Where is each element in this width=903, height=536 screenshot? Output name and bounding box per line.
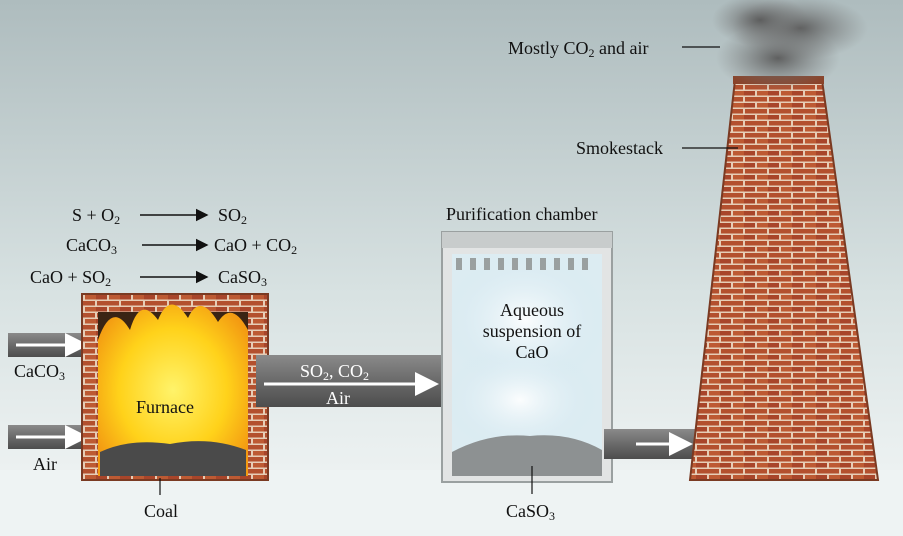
caco3-inlet-label: CaCO3 (14, 361, 65, 383)
suspension-line-1: Aqueous (500, 300, 564, 320)
suspension-label: Aqueous suspension of CaO (472, 300, 592, 363)
furnace-label: Furnace (136, 397, 194, 417)
flames (98, 304, 248, 476)
spray-nozzles (456, 258, 588, 270)
equation-1-rhs: SO2 (218, 205, 248, 227)
pipe-gas-label: SO2, CO2 (300, 361, 370, 383)
equation-3-lhs: CaO + SO2 (30, 267, 112, 289)
smokestack-label: Smokestack (576, 138, 663, 158)
air-inlet-label: Air (33, 454, 57, 474)
caso3-sediment (452, 435, 602, 476)
furnace (81, 293, 269, 481)
pipe-air-label: Air (326, 388, 350, 408)
purification-chamber-label: Purification chamber (446, 204, 598, 224)
purification-chamber (440, 231, 613, 483)
equation-3-rhs: CaSO3 (218, 267, 268, 289)
smokestack (688, 76, 880, 481)
equation-1-lhs: S + O2 (72, 205, 121, 227)
exhaust-label: Mostly CO2 and air (508, 38, 649, 60)
exhaust-smoke (712, 0, 868, 92)
equation-2-lhs: CaCO3 (66, 235, 117, 257)
outlet-pipe (604, 429, 700, 459)
suspension-line-2: suspension of (482, 321, 582, 341)
equation-2-rhs: CaO + CO2 (214, 235, 298, 257)
suspension-line-3: CaO (515, 342, 549, 362)
caco3-inlet-pipe (8, 333, 90, 357)
coal-bed (100, 441, 246, 476)
caso3-label: CaSO3 (506, 501, 556, 523)
coal-label: Coal (144, 501, 178, 521)
air-inlet-pipe (8, 425, 90, 449)
